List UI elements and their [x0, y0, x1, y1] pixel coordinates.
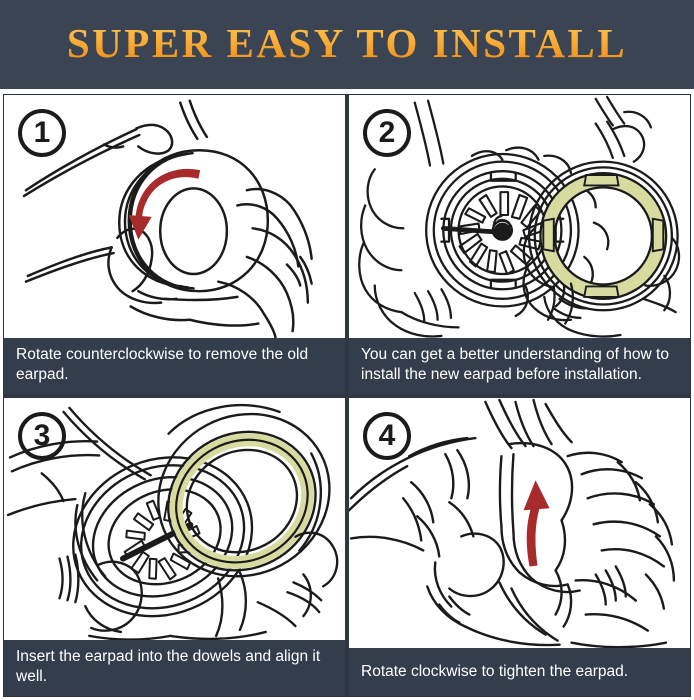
alignment-pointer [440, 225, 501, 235]
step-number-badge-4: 4 [363, 411, 411, 460]
step-caption-4: Rotate clockwise to tighten the earpad. [349, 648, 690, 696]
step-number-badge-1: 1 [18, 109, 66, 157]
step-caption-2: You can get a better understanding of ho… [349, 337, 690, 394]
steps-grid: 1 [3, 94, 691, 697]
line-art-earpad-and-cup-comparison [358, 95, 681, 338]
line-art-hand-removing-earpad [22, 99, 313, 338]
step-number-badge-2: 2 [363, 109, 411, 157]
gasket-ring [539, 171, 668, 300]
line-art-tightening-earpad-clockwise [349, 398, 676, 648]
clockwise-rotation-arrow [523, 479, 550, 566]
step-panel-3: 3 [4, 397, 345, 696]
step-caption-3: Insert the earpad into the dowels and al… [4, 640, 345, 696]
step-illustration-2: 2 [349, 95, 690, 338]
step-caption-1: Rotate counterclockwise to remove the ol… [4, 337, 345, 394]
page-title: SUPER EASY TO INSTALL [66, 20, 628, 66]
step-illustration-1: 1 [4, 95, 345, 338]
step-illustration-4: 4 [349, 397, 690, 649]
step-illustration-3: 3 [4, 397, 345, 641]
step-panel-4: 4 [349, 397, 690, 696]
gasket-ring-3 [167, 430, 317, 572]
counterclockwise-arrow [128, 168, 201, 240]
page-header: SUPER EASY TO INSTALL [0, 0, 694, 89]
step-panel-1: 1 [4, 95, 345, 394]
line-art-inserting-earpad-into-dowels [6, 403, 339, 641]
step-panel-2: 2 [349, 95, 690, 394]
hub-dot [493, 222, 511, 240]
step-number-badge-3: 3 [18, 411, 66, 460]
